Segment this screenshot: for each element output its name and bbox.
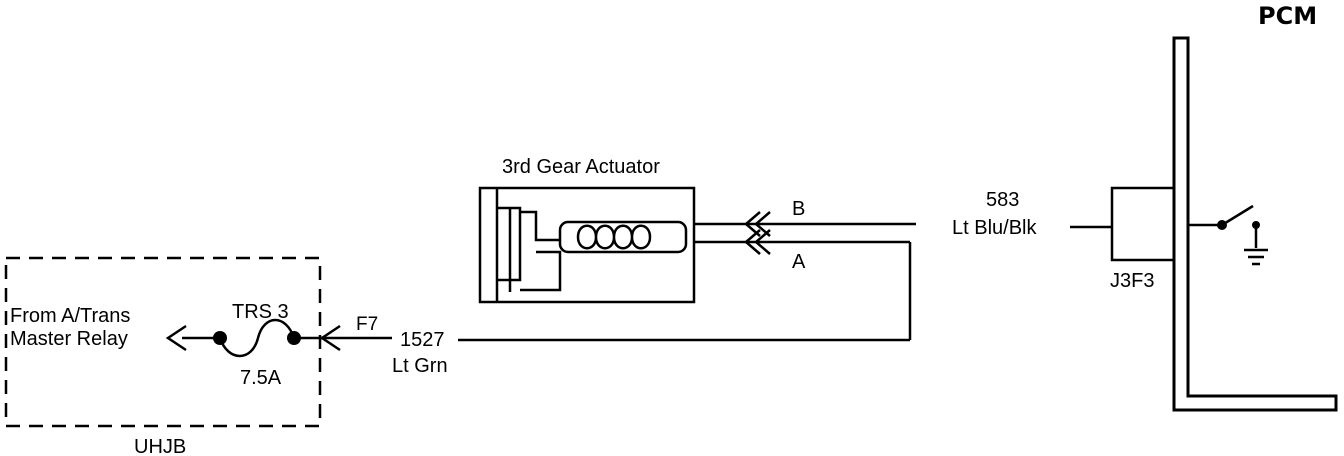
wire-1527 (320, 336, 910, 342)
source-arrow-icon (165, 324, 187, 352)
actuator-title: 3rd Gear Actuator (502, 156, 660, 178)
solenoid-coil-icon (558, 220, 688, 254)
pcm-switch-to-ground (1188, 204, 1260, 248)
fuse-icon (182, 318, 322, 358)
source-line-2: Master Relay (10, 328, 128, 350)
fuse-cavity-label: F7 (356, 314, 378, 335)
pcm-connector (1110, 186, 1176, 262)
pcm-housing (1172, 36, 1338, 412)
ground-icon (1244, 248, 1268, 266)
circuit-583-color: Lt Blu/Blk (952, 217, 1037, 239)
pcm-title: PCM (1258, 2, 1317, 30)
circuit-583-number: 583 (986, 189, 1019, 211)
circuit-1527-number: 1527 (400, 329, 445, 351)
terminal-a-label: A (792, 251, 806, 273)
fuse-rating: 7.5A (240, 367, 282, 389)
actuator-body (478, 186, 696, 304)
fuse-name: TRS 3 (232, 301, 289, 323)
uhjb-label: UHJB (134, 436, 186, 456)
uhjb-box (4, 256, 322, 428)
terminal-b-label: B (792, 198, 805, 220)
circuit-1527-color: Lt Grn (392, 355, 448, 377)
source-line-1: From A/Trans (10, 305, 130, 327)
pcm-connector-label: J3F3 (1110, 270, 1154, 292)
inline-connector-icon (744, 211, 771, 255)
wire-terminal-a (694, 240, 912, 340)
